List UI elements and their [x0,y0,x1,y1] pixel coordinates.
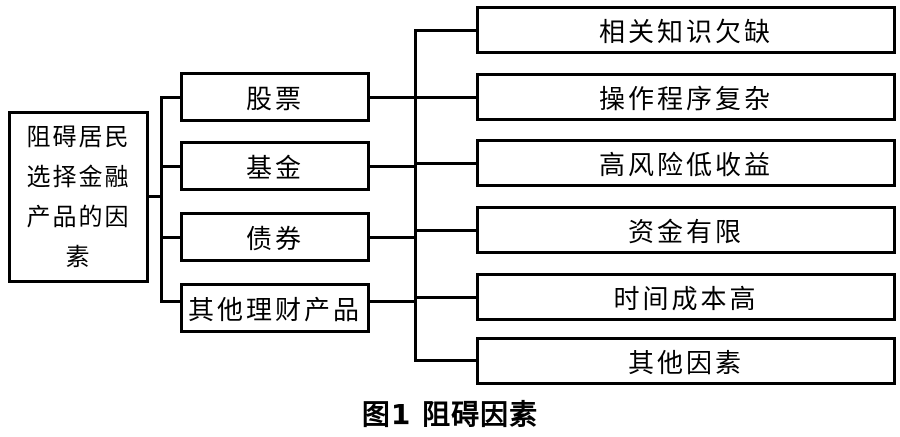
factor-stub-2 [414,96,476,99]
factor-stub-1 [414,29,476,32]
factor-label: 相关知识欠缺 [598,17,773,48]
factors-bracket [414,29,417,362]
factor-node-risk: 高风险低收益 [476,139,896,187]
product-node-bonds: 债券 [180,212,370,262]
factor-label: 资金有限 [627,217,744,248]
factor-node-knowledge: 相关知识欠缺 [476,6,896,54]
factor-node-funds-limited: 资金有限 [476,206,896,254]
product-node-stocks: 股票 [180,72,370,122]
factor-stub-3 [414,162,476,165]
product-label: 基金 [245,153,304,184]
product-out-3 [370,236,415,239]
product-stub-4 [160,300,180,303]
product-label: 股票 [245,84,304,115]
factor-stub-6 [414,359,476,362]
product-out-2 [370,165,415,168]
product-stub-2 [160,165,180,168]
factor-label: 其他因素 [627,348,744,379]
product-out-4 [370,300,415,303]
product-stub-1 [160,96,180,99]
product-out-1 [370,96,415,99]
factor-node-complexity: 操作程序复杂 [476,73,896,121]
factor-node-time-cost: 时间成本高 [476,273,896,321]
product-stub-3 [160,236,180,239]
factor-label: 时间成本高 [613,284,759,315]
root-connector [149,195,162,198]
factor-node-other: 其他因素 [476,337,896,385]
product-node-funds: 基金 [180,141,370,191]
root-node: 阻碍居民选择金融产品的因素 [8,111,149,283]
products-bracket [160,96,163,302]
factor-label: 高风险低收益 [598,150,773,181]
product-node-other: 其他理财产品 [180,283,370,333]
factor-label: 操作程序复杂 [598,84,773,115]
root-label: 阻碍居民选择金融产品的因素 [26,123,131,271]
figure-caption: 图1 阻碍因素 [361,398,539,431]
factor-stub-4 [414,229,476,232]
product-label: 其他理财产品 [187,295,362,326]
factor-stub-5 [414,296,476,299]
product-label: 债券 [245,224,304,255]
